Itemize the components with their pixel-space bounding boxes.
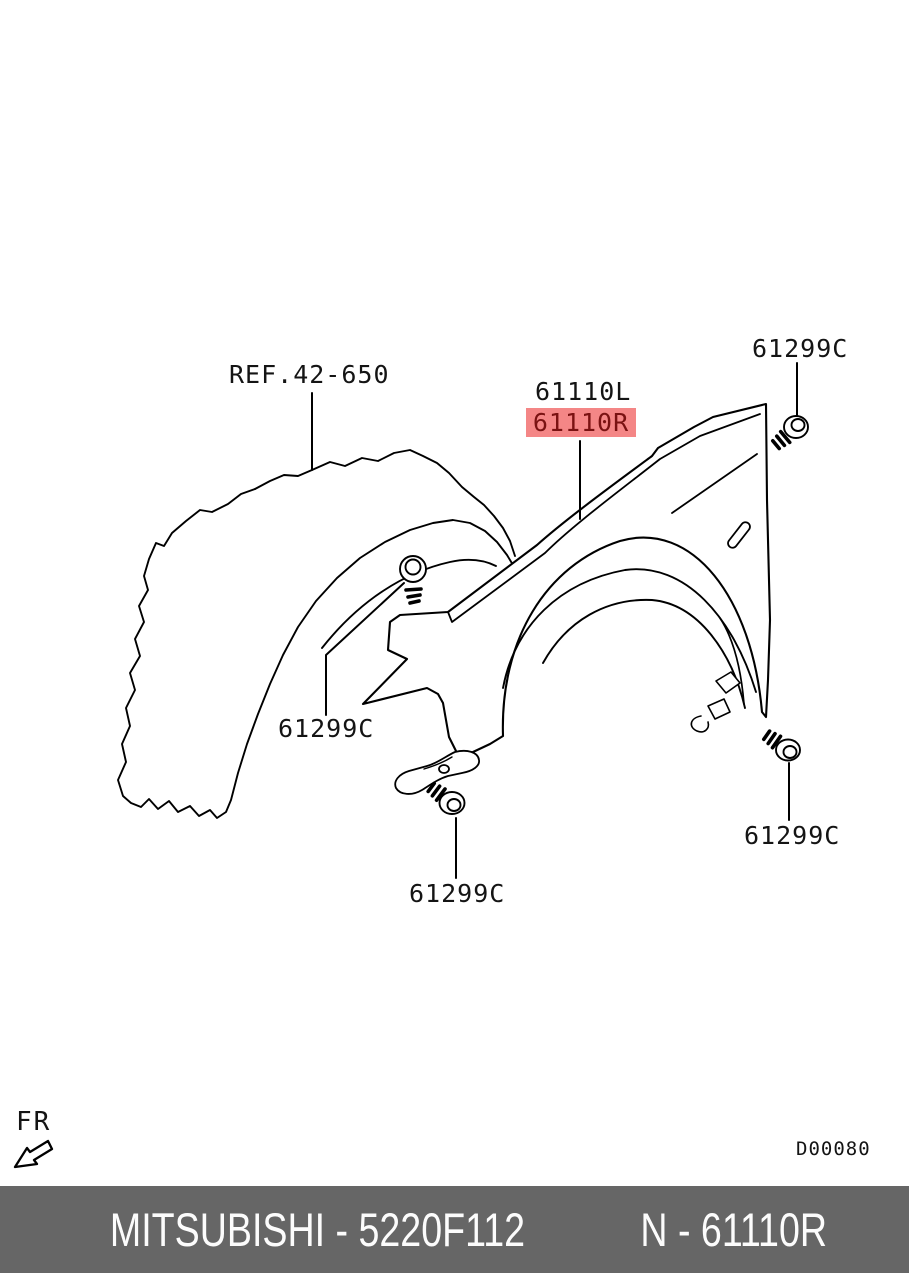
bolt-middle [399,555,427,605]
side-marker-slot [727,521,751,549]
footer-brand-part: MITSUBISHI - 5220F112 [110,1203,526,1256]
arch-clip-upper [715,671,741,694]
fender-crease-line [671,453,758,514]
bolt-top-right [771,415,809,451]
bolt-bottom-center [426,781,466,815]
fender-top-flange-line [447,413,761,623]
leader-lines-2 [455,362,798,879]
fastener-label-bottom-center[interactable]: 61299C [409,879,506,908]
fender-bracket [394,749,480,795]
footer-part-ref: N - 61110R [640,1203,828,1256]
wheel-arch-mid-arc [502,568,757,693]
leader-lines [311,392,405,716]
part-label-61110l[interactable]: 61110L [535,377,632,406]
arch-clip-lower [707,698,731,720]
ref-label[interactable]: REF.42-650 [229,360,390,389]
leader-61299c-mid [325,582,405,716]
fastener-label-bottom-right[interactable]: 61299C [744,821,841,850]
fastener-label-mid-left[interactable]: 61299C [278,714,375,743]
fender-liner-outline [117,449,516,819]
wheel-arch-rear-line [719,617,745,705]
fr-direction-arrow [13,1139,54,1169]
footer-bar: MITSUBISHI - 5220F112 N - 61110R [0,1186,909,1273]
part-label-61110r-highlighted[interactable]: 61110R [526,408,636,437]
wheel-arch-inner-arc [542,599,746,709]
bolt-bottom-right [762,729,801,762]
fender-panel [361,402,772,755]
bracket-hole [438,764,450,774]
arch-hook [690,715,710,733]
drawing-code: D00080 [796,1138,871,1160]
fastener-label-top-right[interactable]: 61299C [752,334,849,363]
fr-direction-label: FR [16,1107,52,1137]
